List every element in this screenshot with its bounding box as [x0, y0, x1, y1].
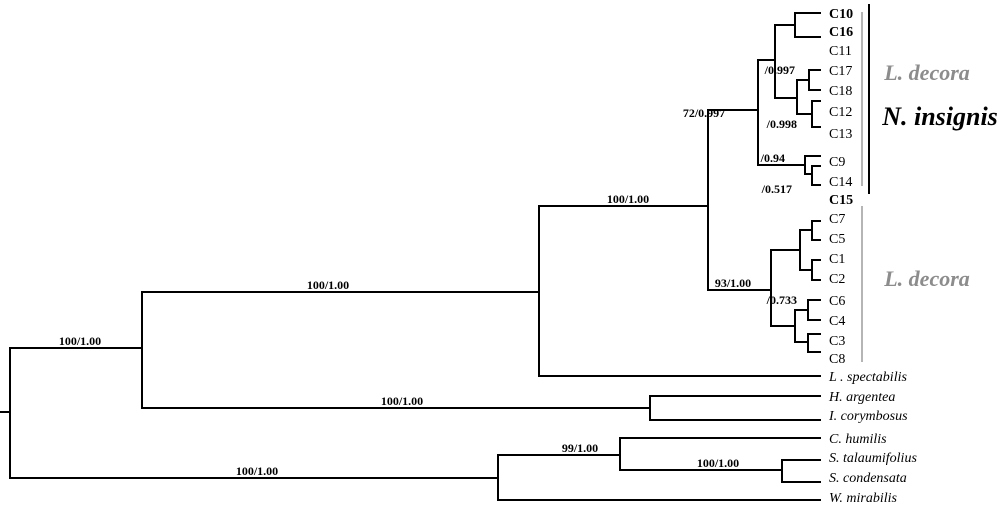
tip-label: C4 [829, 314, 845, 329]
tip-label: H. argentea [828, 390, 895, 405]
group-label: L. decora [883, 60, 970, 85]
support-value: 100/1.00 [607, 192, 649, 206]
tip-label: C3 [829, 334, 845, 349]
tip-label: C8 [829, 352, 845, 367]
support-value: /0.94 [760, 151, 785, 165]
tip-label: C5 [829, 232, 845, 247]
tip-label: C16 [829, 25, 853, 40]
tip-label: C6 [829, 294, 845, 309]
support-value: 99/1.00 [562, 441, 598, 455]
clade-brackets [861, 4, 870, 362]
tip-label: C13 [829, 127, 852, 142]
support-value: /0.998 [766, 117, 797, 131]
support-value: 93/1.00 [715, 276, 751, 290]
group-label: N. insignis [881, 102, 998, 131]
support-value: 72/0.997 [683, 106, 725, 120]
group-labels: L. decora N. insignis L. decora [881, 60, 998, 291]
tip-label: C9 [829, 155, 845, 170]
support-value: /0.733 [766, 293, 797, 307]
support-values: 100/1.00 100/1.00 100/1.00 72/0.997 93/1.00 /… [59, 63, 797, 478]
support-value: 100/1.00 [381, 394, 423, 408]
tip-label: C14 [829, 175, 852, 190]
tip-label: C2 [829, 272, 845, 287]
support-value: /0.517 [761, 182, 792, 196]
tip-label: S. talaumifolius [829, 451, 917, 466]
support-value: 100/1.00 [59, 334, 101, 348]
tip-label: L . spectabilis [828, 370, 907, 385]
tip-label: C10 [829, 7, 853, 22]
support-value: /0.997 [764, 63, 795, 77]
group-label: L. decora [883, 266, 970, 291]
tip-label: C12 [829, 105, 852, 120]
tip-label: C11 [829, 44, 852, 59]
tree-branches [0, 12, 821, 501]
tip-label: C15 [829, 193, 853, 208]
support-value: 100/1.00 [236, 464, 278, 478]
support-value: 100/1.00 [697, 456, 739, 470]
tip-label: W. mirabilis [829, 491, 897, 506]
support-value: 100/1.00 [307, 278, 349, 292]
tip-label: C1 [829, 252, 845, 267]
tip-label: C. humilis [829, 432, 887, 447]
tip-label: S. condensata [829, 471, 907, 486]
tip-label: C7 [829, 212, 845, 227]
tip-label: C17 [829, 64, 852, 79]
tip-label: I. corymbosus [828, 409, 908, 424]
tip-label: C18 [829, 84, 852, 99]
tip-labels: C10C16C11C17C18C12C13C9C14C15C7C5C1C2C6C… [828, 7, 917, 506]
